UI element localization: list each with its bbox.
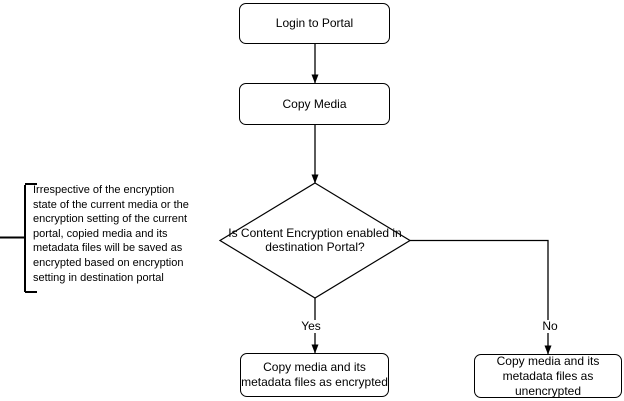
- edge-label-no: No: [540, 319, 560, 333]
- node-copy-media: Copy Media: [239, 83, 390, 125]
- decision-diamond-shape: [218, 182, 412, 299]
- edge-decision-no: [410, 239, 552, 355]
- annotation-text: Irrespective of the encryption state of …: [33, 184, 189, 284]
- node-copy-media-label: Copy Media: [282, 96, 347, 111]
- node-login-to-portal: Login to Portal: [239, 3, 390, 44]
- node-login-label: Login to Portal: [275, 16, 354, 30]
- node-result-encrypted: Copy media and its metadata files as enc…: [240, 353, 389, 397]
- node-result-unencrypted: Copy media and its metadata files as une…: [474, 354, 622, 398]
- node-result-unencrypted-label: Copy media and its metadata files as une…: [496, 353, 600, 398]
- annotation-bracket: [0, 183, 37, 293]
- edge-label-yes: Yes: [299, 319, 323, 333]
- decision-diamond-label: Is Content Encryption enabled in destina…: [228, 226, 402, 254]
- node-result-encrypted-label: Copy media and its metadata files as enc…: [241, 360, 388, 389]
